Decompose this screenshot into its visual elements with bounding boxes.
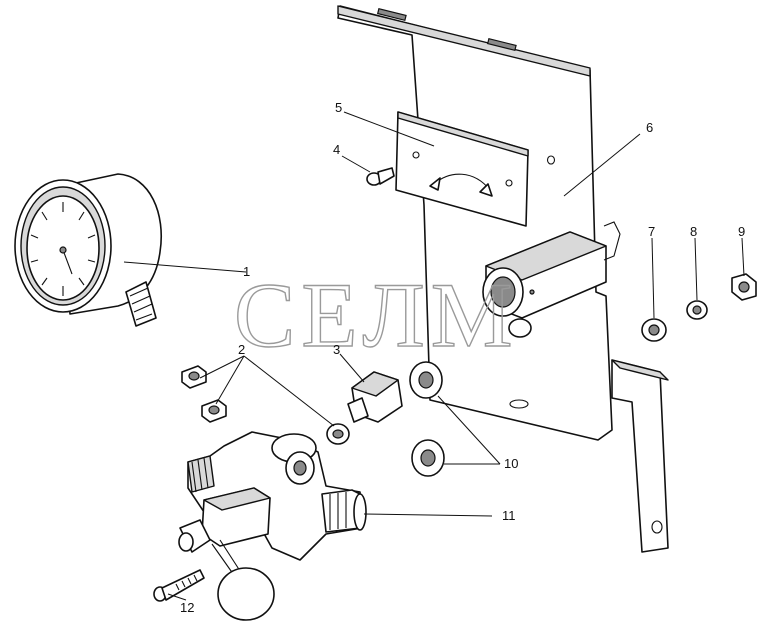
- callout-6: 6: [646, 120, 653, 135]
- callout-11: 11: [502, 508, 516, 523]
- indicator-plate: [395, 111, 529, 227]
- callout-4: 4: [333, 142, 340, 157]
- callout-3: 3: [333, 342, 340, 357]
- hex-coupling: [482, 221, 621, 338]
- bolt: [153, 569, 205, 602]
- screw: [366, 167, 395, 186]
- bracket-plate: [337, 5, 669, 553]
- leader-lines: [123, 111, 745, 601]
- callout-10: 10: [504, 456, 518, 471]
- callout-12: 12: [180, 600, 194, 615]
- pressure-gauge: [14, 173, 162, 327]
- callout-labels: 1 2 3 4 5 6 7 8 9 10 11 12: [180, 100, 745, 615]
- callout-7: 7: [648, 224, 655, 239]
- washers-and-nut: [641, 273, 757, 342]
- valve-body: [178, 431, 367, 621]
- callout-2: 2: [238, 342, 245, 357]
- spacers: [409, 361, 445, 477]
- hex-plug: [347, 371, 403, 423]
- callout-8: 8: [690, 224, 697, 239]
- callout-5: 5: [335, 100, 342, 115]
- callout-9: 9: [738, 224, 745, 239]
- watermark: СЕЛМ: [234, 264, 519, 366]
- callout-1: 1: [243, 264, 250, 279]
- small-nuts: [181, 365, 350, 445]
